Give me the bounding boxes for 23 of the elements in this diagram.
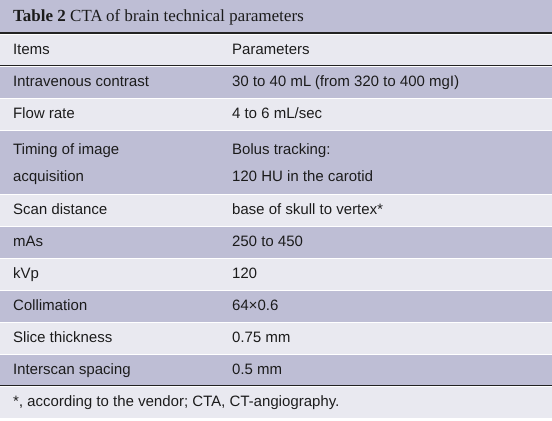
parameter-cell-text: 0.75 mm bbox=[232, 328, 292, 348]
parameter-cell-text: 64×0.6 bbox=[232, 296, 280, 316]
item-cell-text: Slice thickness bbox=[13, 328, 114, 348]
item-cell-text: Collimation bbox=[13, 296, 88, 316]
item-cell-text: mAs bbox=[13, 232, 44, 252]
item-cell-text: kVp bbox=[13, 264, 40, 284]
parameter-cell-text: base of skull to vertex* bbox=[232, 200, 384, 220]
item-cell-text: Flow rate bbox=[13, 104, 76, 124]
parameter-cell-text: 120 bbox=[232, 264, 258, 284]
footnote: *, according to the vendor; CTA, CT-angiography. bbox=[13, 392, 340, 412]
item-cell-text: Interscan spacing bbox=[13, 360, 132, 380]
parameter-cell-text: 4 to 6 mL/sec bbox=[232, 104, 324, 124]
item-cell-text: Timing of image acquisition bbox=[13, 140, 120, 187]
column-header: Items bbox=[13, 40, 51, 60]
parameter-cell-text: 0.5 mm bbox=[232, 360, 284, 380]
parameter-cell-text: 250 to 450 bbox=[232, 232, 304, 252]
item-cell-text: Intravenous contrast bbox=[13, 72, 150, 92]
parameter-cell-text: 30 to 40 mL (from 320 to 400 mgI) bbox=[232, 72, 460, 92]
item-cell-text: Scan distance bbox=[13, 200, 108, 220]
table-title: Table 2 CTA of brain technical parameters bbox=[13, 5, 304, 28]
parameter-cell-text: Bolus tracking: bbox=[232, 140, 332, 160]
parameter-cell-text: 120 HU in the carotid bbox=[232, 167, 374, 187]
column-header: Parameters bbox=[232, 40, 311, 60]
